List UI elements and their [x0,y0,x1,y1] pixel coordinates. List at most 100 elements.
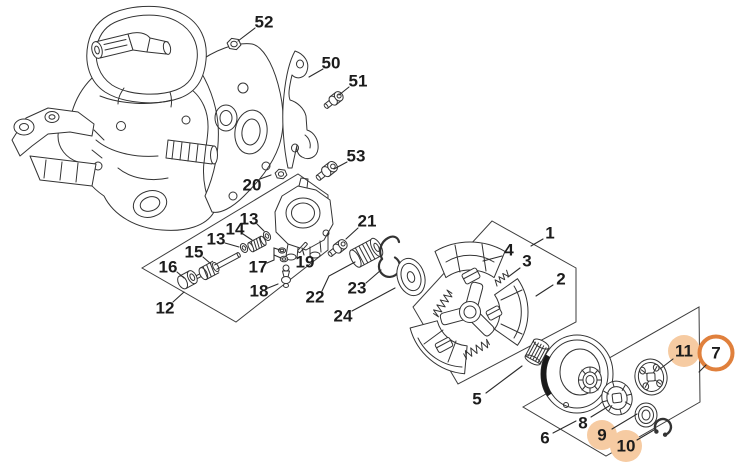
leader-line-14 [242,233,253,241]
leader-line-18 [267,283,279,289]
leader-line-13 [224,242,240,248]
nut-20 [274,168,288,180]
clutch-pad [461,267,481,285]
leader-line-51 [338,86,350,96]
leader-line-20 [259,174,272,180]
part-number-4: 4 [504,241,514,260]
part-number-51: 51 [349,72,368,91]
part-number-7: 7 [711,344,720,363]
oil-pump-group [177,177,334,290]
ball-bearing [634,402,658,428]
part-number-22: 22 [306,288,325,307]
part-number-6: 6 [540,429,549,448]
highlight-circle-10 [610,430,642,462]
clutch-assembly [409,241,529,375]
leader-line-6 [552,420,577,434]
leader-line-2 [535,284,554,297]
leader-line-22 [321,261,356,292]
oil-pump-body [274,177,334,261]
part-number-19: 19 [296,253,315,272]
highlight-circle-11 [668,335,700,367]
part-number-10: 10 [617,437,636,456]
e-clip [653,417,673,437]
part-number-15: 15 [185,243,204,262]
highlight-circle-9 [587,420,617,450]
part-number-52: 52 [255,13,274,32]
part-number-50: 50 [322,54,341,73]
part-number-16: 16 [159,258,178,277]
sprocket-parts [349,235,426,297]
part-number-21: 21 [358,212,377,231]
leader-line-53 [333,161,348,170]
cylinder-head [86,5,207,104]
screw-21 [327,239,348,257]
leader-line-15 [202,256,212,265]
leader-line-19 [301,247,305,256]
leader-line-12 [172,291,185,303]
leader-line-9 [611,413,638,430]
worm [247,235,267,253]
part-number-9: 9 [597,426,606,445]
leader-line-10 [636,429,655,441]
screw-53 [315,161,338,181]
clutch-drum-group [540,334,673,437]
part-number-8: 8 [578,414,587,433]
part-number-24: 24 [334,307,353,326]
clutch-spring [463,338,490,360]
leader-line-17 [273,254,282,259]
part-number-18: 18 [250,282,269,301]
clutch-pad [485,305,503,321]
bushing [177,270,198,290]
leader-line-16 [176,271,185,279]
needle-bearing-cage [524,338,550,366]
part-number-3: 3 [522,252,531,271]
leader-line-17 [266,247,281,264]
part-number-12: 12 [156,299,175,318]
part-number-11: 11 [675,342,693,361]
leader-line-5 [485,365,523,394]
clutch-spider [439,281,495,337]
clutch-shoe [434,241,506,279]
leader-line-23 [365,269,382,284]
clutch-drum [540,334,614,414]
part-number-23: 23 [348,279,367,298]
washer-disc [396,257,426,297]
group-frame-6 [522,306,701,457]
pin [297,241,308,254]
mount-bracket [11,107,95,157]
highlight-ring-7 [697,334,735,372]
leader-line-3 [507,267,521,278]
seal-ring [262,231,272,241]
clutch-spring [433,289,453,318]
part-number-20: 20 [243,176,262,195]
part-number-13: 13 [207,230,226,249]
part-number-53: 53 [347,147,366,166]
tension-spring-3 [494,269,510,287]
part-number-5: 5 [472,390,481,409]
worm-gear-shaft [192,252,241,281]
engine-assembly-drawing [11,5,284,231]
nut-52 [226,37,242,51]
rim-sprocket [601,380,633,416]
part-number-2: 2 [556,270,565,289]
leader-line-52 [237,27,256,42]
valve [281,264,291,288]
part-number-14: 14 [226,220,245,239]
leader-line-21 [345,227,359,240]
clutch-carrier [634,358,668,396]
crankshaft-stub [165,139,215,165]
leader-line-4 [482,255,503,262]
leader-line-13 [256,223,265,232]
leader-line-7 [698,364,707,373]
spring-clip [377,235,402,278]
part-number-1: 1 [545,224,554,243]
o-rings [277,247,289,263]
tensioner-plate [282,50,319,169]
part-number-13: 13 [240,210,259,229]
clutch-pad [434,337,454,353]
leader-line-1 [530,238,544,247]
leader-line-11 [659,358,674,370]
